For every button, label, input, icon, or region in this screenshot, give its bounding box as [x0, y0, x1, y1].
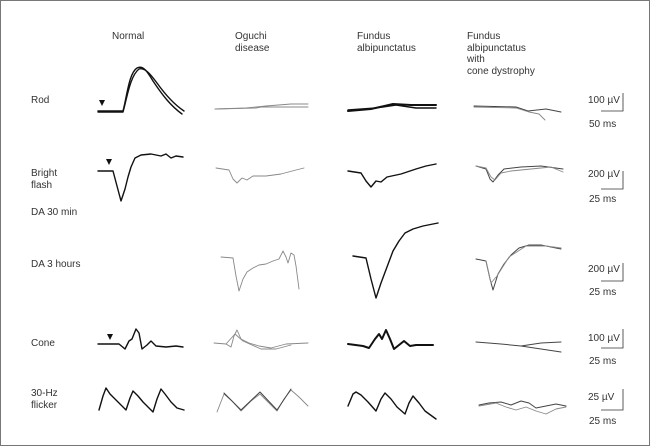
row-label-rod: Rod	[31, 95, 50, 106]
row-label-da-3-hours: DA 3 hours	[31, 259, 81, 270]
scale-bar-da3h	[601, 263, 624, 282]
row-label-da-30-min: DA 30 min	[31, 207, 78, 218]
trace-rod-oguchi	[214, 106, 309, 110]
trace-cone-oguchi	[225, 333, 292, 350]
trace-da3h-oguchi	[220, 250, 300, 292]
scale-bar-flicker	[601, 389, 624, 411]
stimulus-arrow-icon	[99, 100, 105, 106]
trace-rod-facd	[473, 105, 562, 113]
trace-da3h-facd	[475, 244, 562, 291]
trace-da3h-fa	[352, 222, 439, 299]
trace-bright-oguchi	[215, 167, 305, 184]
trace-cone-fa	[347, 329, 434, 350]
trace-rod-fa	[347, 104, 437, 111]
trace-bright-facd	[475, 165, 564, 183]
column-header-normal: Normal	[112, 31, 145, 42]
scale-bar-rod	[601, 93, 624, 112]
trace-rod-facd	[473, 106, 546, 121]
scale-time-bright: 25 ms	[589, 194, 617, 205]
trace-cone-normal	[97, 328, 184, 350]
scale-time-rod: 50 ms	[589, 119, 617, 130]
scale-amp-cone: 100 µV	[588, 333, 620, 344]
trace-flicker-fa	[347, 391, 437, 420]
trace-bright-fa	[347, 163, 437, 188]
scale-amp-bright: 200 µV	[588, 169, 620, 180]
scale-amp-flicker: 25 µV	[588, 392, 615, 403]
trace-flicker-facd	[478, 402, 567, 415]
trace-bright-normal	[97, 153, 184, 202]
trace-flicker-normal	[98, 387, 185, 413]
trace-da3h-facd	[485, 245, 562, 284]
scale-time-flicker: 25 ms	[589, 416, 617, 427]
trace-rod-fa	[347, 103, 437, 112]
stimulus-arrow-icon	[106, 159, 112, 165]
scale-bar-cone	[601, 329, 624, 349]
row-label-cone: Cone	[31, 338, 55, 349]
scale-time-da3h: 25 ms	[589, 287, 617, 298]
stimulus-arrow-icon	[107, 334, 113, 340]
scale-amp-da3h: 200 µV	[588, 264, 620, 275]
scale-time-cone: 25 ms	[589, 356, 617, 367]
trace-bright-facd	[475, 165, 564, 181]
scale-bar-bright	[601, 171, 624, 190]
trace-flicker-oguchi	[223, 388, 292, 411]
trace-rod-normal	[97, 68, 185, 113]
trace-cone-facd	[520, 345, 562, 353]
scale-amp-rod: 100 µV	[588, 95, 620, 106]
trace-flicker-oguchi	[216, 389, 309, 413]
trace-cone-facd	[475, 341, 562, 347]
trace-cone-oguchi	[213, 329, 309, 349]
trace-rod-normal	[97, 66, 183, 115]
trace-flicker-facd	[478, 400, 567, 409]
